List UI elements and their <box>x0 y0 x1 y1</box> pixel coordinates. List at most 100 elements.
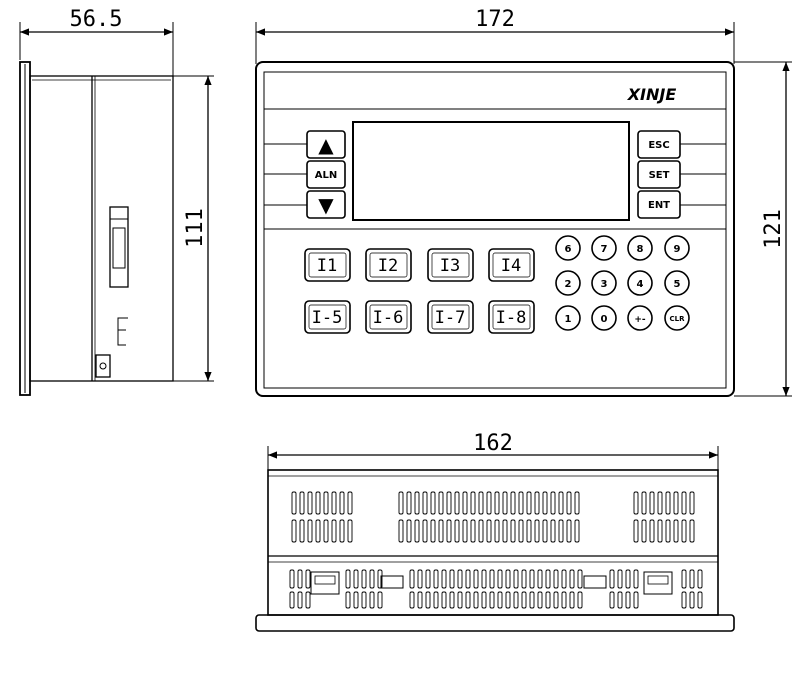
vent-slot <box>454 491 460 515</box>
number-key[interactable]: 5 <box>664 270 690 296</box>
vent-slot <box>369 591 375 609</box>
vent-slot <box>433 569 439 589</box>
side-body <box>29 75 174 382</box>
front-width-label: 172 <box>475 7 515 32</box>
number-key[interactable]: 9 <box>664 235 690 261</box>
vent-slot <box>561 591 567 609</box>
number-key[interactable]: 8 <box>627 235 653 261</box>
vent-slot <box>457 591 463 609</box>
key-ent[interactable]: ENT <box>637 190 681 219</box>
key-up[interactable]: ▲ <box>306 130 346 159</box>
vent-slot <box>553 569 559 589</box>
vent-slot <box>545 569 551 589</box>
side-connector-inner <box>112 227 126 269</box>
side-terminal <box>95 354 111 378</box>
function-key[interactable]: I-6 <box>365 300 412 334</box>
vent-slot <box>689 591 695 609</box>
vent-slot <box>529 591 535 609</box>
vent-slot <box>502 491 508 515</box>
front-panel-inner <box>263 71 727 389</box>
number-key[interactable]: +- <box>627 305 653 331</box>
number-key-label: 1 <box>565 314 572 325</box>
vent-slot <box>529 569 535 589</box>
vent-slot <box>526 491 532 515</box>
key-set-label: SET <box>649 170 670 181</box>
vent-slot <box>489 569 495 589</box>
function-key[interactable]: I-5 <box>304 300 351 334</box>
number-key[interactable]: 6 <box>555 235 581 261</box>
vent-slot <box>566 519 572 543</box>
key-aln[interactable]: ALN <box>306 160 346 189</box>
vent-slot <box>681 569 687 589</box>
number-key-label: 3 <box>601 279 608 290</box>
vent-slot <box>657 519 663 543</box>
function-key[interactable]: I3 <box>427 248 474 282</box>
vent-slot <box>689 519 695 543</box>
vent-slot <box>457 569 463 589</box>
vent-slot <box>577 591 583 609</box>
function-key[interactable]: I4 <box>488 248 535 282</box>
vent-slot <box>462 491 468 515</box>
vent-slot <box>665 491 671 515</box>
bottom-bezel <box>255 614 735 632</box>
vent-slot <box>641 491 647 515</box>
vent-slot <box>323 491 329 515</box>
vent-slot <box>550 519 556 543</box>
vent-slot <box>409 591 415 609</box>
vent-slot <box>537 591 543 609</box>
vent-slot <box>299 491 305 515</box>
number-key[interactable]: 0 <box>591 305 617 331</box>
bottom-port <box>310 571 340 595</box>
vent-slot <box>673 491 679 515</box>
vent-slot <box>542 519 548 543</box>
key-set[interactable]: SET <box>637 160 681 189</box>
number-key[interactable]: 4 <box>627 270 653 296</box>
vent-slot <box>494 519 500 543</box>
vent-slot <box>315 491 321 515</box>
vent-slot <box>510 491 516 515</box>
function-key-label: I-5 <box>312 308 343 328</box>
vent-slot <box>473 591 479 609</box>
vent-slot <box>345 591 351 609</box>
vent-slot <box>561 569 567 589</box>
number-key-label: 7 <box>601 244 608 255</box>
vent-slot <box>345 569 351 589</box>
key-esc-label: ESC <box>648 140 669 151</box>
vent-slot <box>657 491 663 515</box>
down-arrow-icon: ▼ <box>318 193 334 217</box>
key-aln-label: ALN <box>315 170 337 181</box>
vent-slot <box>441 591 447 609</box>
vent-slot <box>518 491 524 515</box>
vent-slot <box>521 591 527 609</box>
number-key-label: 8 <box>637 244 644 255</box>
number-key[interactable]: 7 <box>591 235 617 261</box>
vent-slot <box>331 519 337 543</box>
vent-slot <box>441 569 447 589</box>
vent-slot <box>315 519 321 543</box>
number-key[interactable]: 3 <box>591 270 617 296</box>
number-key[interactable]: 2 <box>555 270 581 296</box>
vent-slot <box>550 491 556 515</box>
number-key-label: 5 <box>674 279 681 290</box>
vent-slot <box>697 569 703 589</box>
key-down[interactable]: ▼ <box>306 190 346 219</box>
vent-slot <box>377 569 383 589</box>
number-key[interactable]: 1 <box>555 305 581 331</box>
function-key[interactable]: I-8 <box>488 300 535 334</box>
vent-slot <box>494 491 500 515</box>
vent-slot <box>339 519 345 543</box>
function-key[interactable]: I-7 <box>427 300 474 334</box>
number-key[interactable]: CLR <box>664 305 690 331</box>
vent-slot <box>505 591 511 609</box>
vent-slot <box>353 591 359 609</box>
bottom-view <box>255 446 735 632</box>
function-key[interactable]: I2 <box>365 248 412 282</box>
key-esc[interactable]: ESC <box>637 130 681 159</box>
vent-slot <box>481 591 487 609</box>
vent-slot <box>574 519 580 543</box>
vent-slot <box>305 591 311 609</box>
function-key[interactable]: I1 <box>304 248 351 282</box>
vent-slot <box>353 569 359 589</box>
vent-slot <box>361 591 367 609</box>
bottom-port-inner <box>314 575 336 585</box>
